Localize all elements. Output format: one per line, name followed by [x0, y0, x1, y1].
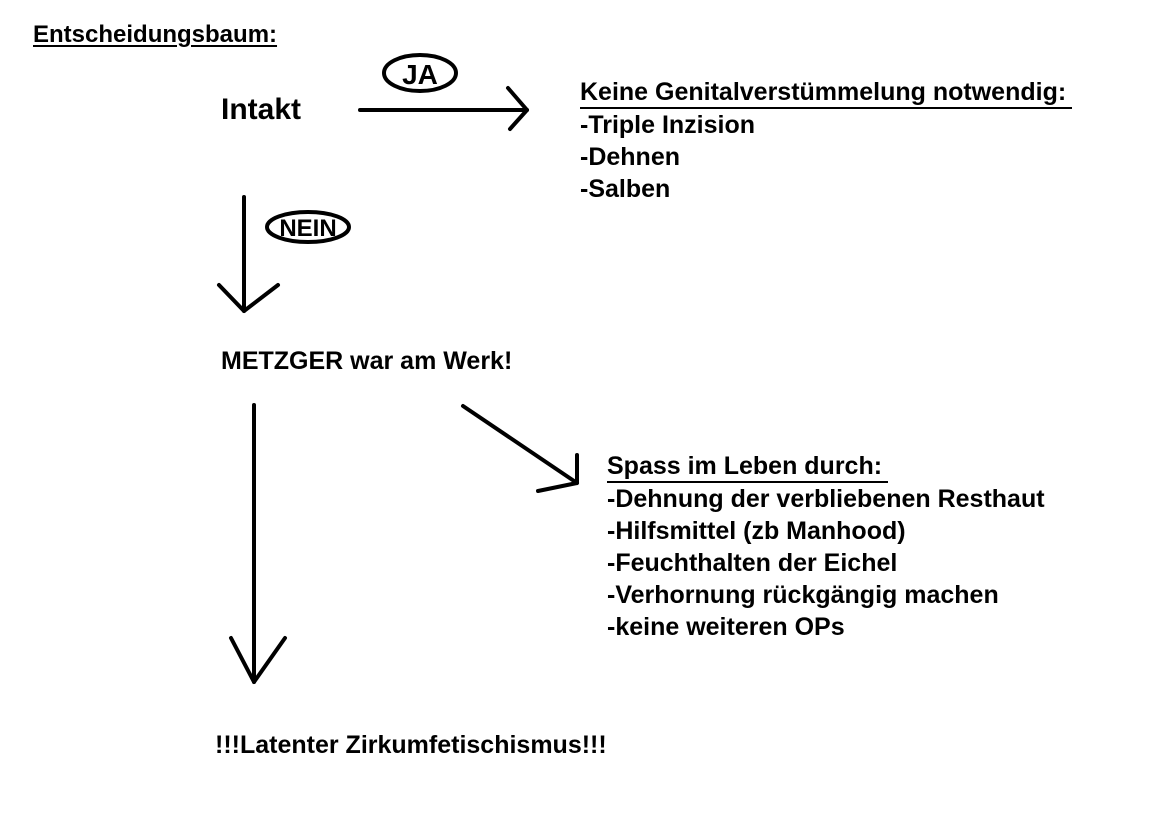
spass-outcome-item: -keine weiteren OPs — [607, 613, 845, 641]
oval-nein — [265, 210, 351, 244]
arrow-yes — [358, 86, 529, 131]
arrow-no — [217, 195, 280, 313]
yes-outcome-heading: Keine Genitalverstümmelung notwendig: — [580, 77, 1073, 109]
spass-outcome-item: -Hilfsmittel (zb Manhood) — [607, 517, 906, 545]
edge-label-ja: JA — [382, 53, 458, 93]
yes-outcome-item: -Triple Inzision — [580, 111, 756, 139]
node-latenter-zirkumfetischismus: !!!Latenter Zirkumfetischismus!!! — [215, 731, 607, 759]
yes-outcome-item: -Dehnen — [580, 143, 680, 171]
oval-ja — [382, 53, 458, 93]
arrow-to-final — [229, 403, 287, 684]
spass-outcome-box: Spass im Leben durch: -Dehnung der verbl… — [607, 450, 1045, 643]
diagram-title: Entscheidungsbaum: — [33, 21, 278, 48]
edge-label-nein-text: NEIN — [279, 215, 336, 242]
spass-outcome-item: -Feuchthalten der Eichel — [607, 549, 898, 577]
edge-label-ja-text: JA — [402, 59, 438, 90]
spass-outcome-item: -Dehnung der verbliebenen Resthaut — [607, 485, 1045, 513]
edge-label-nein: NEIN — [265, 210, 351, 244]
node-intakt: Intakt — [221, 93, 302, 126]
node-metzger: METZGER war am Werk! — [221, 347, 513, 375]
yes-outcome-box: Keine Genitalverstümmelung notwendig: -T… — [580, 76, 1073, 205]
spass-outcome-heading: Spass im Leben durch: — [607, 451, 889, 483]
yes-outcome-item: -Salben — [580, 175, 671, 203]
spass-outcome-item: -Verhornung rückgängig machen — [607, 581, 999, 609]
arrow-to-spass — [461, 404, 579, 493]
